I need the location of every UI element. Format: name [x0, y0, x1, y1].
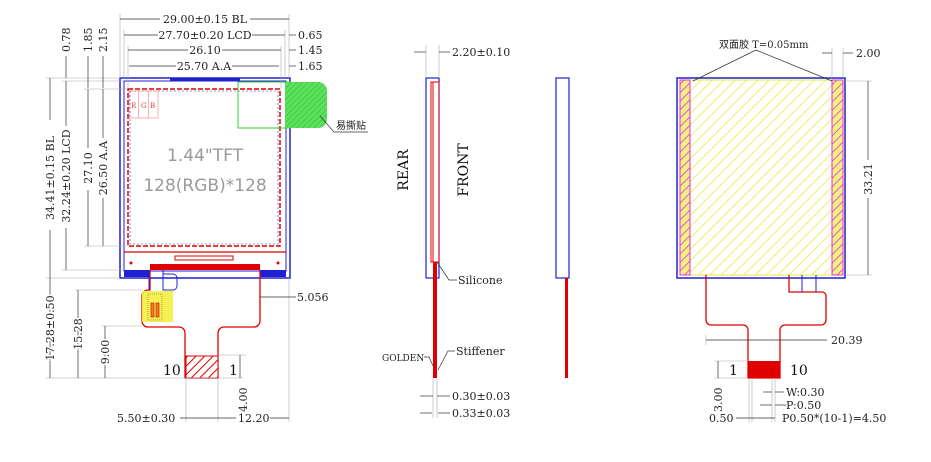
top-bar [170, 78, 240, 81]
fpc-side [433, 262, 437, 378]
rect-mark [430, 81, 440, 263]
rect-mark [676, 77, 846, 279]
peel-tab [285, 82, 327, 128]
p-dimension-label: P:0.50 [786, 399, 821, 412]
circle-mark [276, 261, 280, 265]
double-sided-tape [689, 79, 833, 276]
fpc-dimensions: 17.28±0.50 15.28 9.00 4.00 5.50±0.30 12.… [43, 278, 329, 425]
fpc-1728-dimension-label: 17.28±0.50 [44, 295, 57, 360]
t078-dimension-label: 0.78 [60, 28, 73, 53]
d050-dimension-label: 0.50 [709, 412, 734, 425]
fpc-bond [150, 264, 260, 270]
product-title: 1.44"TFT [167, 146, 244, 166]
w-dimension-label: W:0.30 [786, 386, 825, 399]
polyline-mark [437, 350, 455, 371]
silicone-dimension-label: Silicone [458, 274, 502, 287]
rear-label: REAR [396, 149, 412, 191]
polyline-mark [436, 261, 457, 281]
width-2610-dimension-label: 26.10 [189, 44, 221, 57]
fpc-connector [185, 355, 219, 379]
polyline-mark [319, 115, 368, 133]
rect-mark [174, 255, 234, 261]
rgb-subpixels: R G B [128, 90, 159, 119]
r165-dimension-label: 1.65 [298, 60, 323, 73]
t215-dimension-label: 2.15 [97, 28, 110, 53]
r145-dimension-label: 1.45 [298, 44, 323, 57]
d3321-dimension-label: 33.21 [862, 163, 875, 195]
subpixel-b: B [150, 102, 155, 110]
active-area [127, 88, 281, 247]
line-mark [692, 49, 757, 82]
left-dimensions: 34.41±0.15 BL 32.24±0.20 LCD 27.10 26.50… [44, 28, 128, 279]
subpixel-g: G [141, 102, 147, 110]
t033-dimension-label: 0.33±0.03 [452, 407, 510, 420]
back-pin-10-label: 10 [790, 363, 808, 379]
rect-mark [565, 278, 568, 378]
thickness-dimension-label: 2.20±0.10 [452, 46, 510, 59]
golden-dimension-label: GOLDEN [382, 354, 424, 364]
aa-width-dimension-label: 25.70 A.A [177, 60, 232, 73]
lcd-width-dimension-label: 27.70±0.20 LCD [158, 29, 251, 42]
side-view-2 [555, 77, 570, 378]
resolution-label: 128(RGB)*128 [143, 176, 266, 196]
fpc-back-outline [705, 275, 827, 379]
d200-dimension-label: 2.00 [856, 47, 881, 60]
bl-width-dimension-label: 29.00±0.15 BL [163, 13, 248, 26]
rect-mark [128, 90, 159, 119]
fpc-400-dimension-label: 4.00 [237, 388, 250, 413]
t185-dimension-label: 1.85 [82, 28, 95, 53]
rect-mark [150, 302, 155, 318]
d2039-dimension-label: 20.39 [831, 334, 863, 347]
fpc-1528-dimension-label: 15.28 [72, 318, 85, 350]
pitch-dimension-label: P0.50*(10-1)=4.50 [782, 412, 886, 425]
rect-mark [129, 90, 279, 245]
rect-mark [124, 270, 150, 277]
top-dimensions: 29.00±0.15 BL 27.70±0.20 LCD 26.10 25.70… [119, 13, 323, 88]
line-mark [755, 49, 833, 82]
d300-dimension-label: 3.00 [712, 388, 725, 413]
conn-offset-dimension-label: 12.20 [238, 412, 270, 425]
rect-mark [155, 302, 160, 318]
lcd-height-dimension-label: 32.24±0.20 LCD [60, 129, 73, 222]
rect-mark [555, 77, 570, 279]
peel-label: 易撕贴 [336, 119, 366, 132]
bl-height-dimension-label: 34.41±0.15 BL [44, 135, 57, 220]
conn-width-dimension-label: 5.50±0.30 [117, 412, 175, 425]
h2710-dimension-label: 27.10 [82, 152, 95, 184]
fpc-5056-dimension-label: 5.056 [297, 291, 329, 304]
rect-mark [147, 293, 163, 321]
tape-edge-left [679, 79, 691, 276]
circle-mark [129, 261, 133, 265]
pin-1-label: 1 [229, 363, 238, 379]
t030-dimension-label: 0.30±0.03 [452, 390, 510, 403]
r065-dimension-label: 0.65 [298, 29, 323, 42]
tape-edge-right [831, 79, 844, 276]
path-mark [148, 270, 178, 291]
stiffener-dimension-label: Stiffener [456, 345, 505, 358]
fpc-back-connector [748, 361, 780, 378]
aa-height-dimension-label: 26.50 A.A [97, 140, 110, 195]
tape-label: 双面胶 T=0.05mm [719, 38, 809, 51]
back-pin-1-label: 1 [729, 363, 738, 379]
front-view: R G B 1.44"TFT 128(RGB)*128 易撕贴 10 1 [43, 13, 368, 425]
front-label: FRONT [456, 143, 472, 197]
subpixel-r: R [131, 102, 137, 110]
polyline-mark [424, 356, 435, 369]
fpc-900-dimension-label: 9.00 [99, 340, 112, 365]
side-view: 2.20±0.10 REAR FRONT Silicone Stiffener … [382, 45, 510, 420]
back-view: 双面胶 T=0.05mm 2.00 33.21 20.39 1 10 3.00 … [676, 38, 886, 425]
pin-10-label: 10 [163, 363, 181, 379]
rect-mark [260, 270, 286, 277]
